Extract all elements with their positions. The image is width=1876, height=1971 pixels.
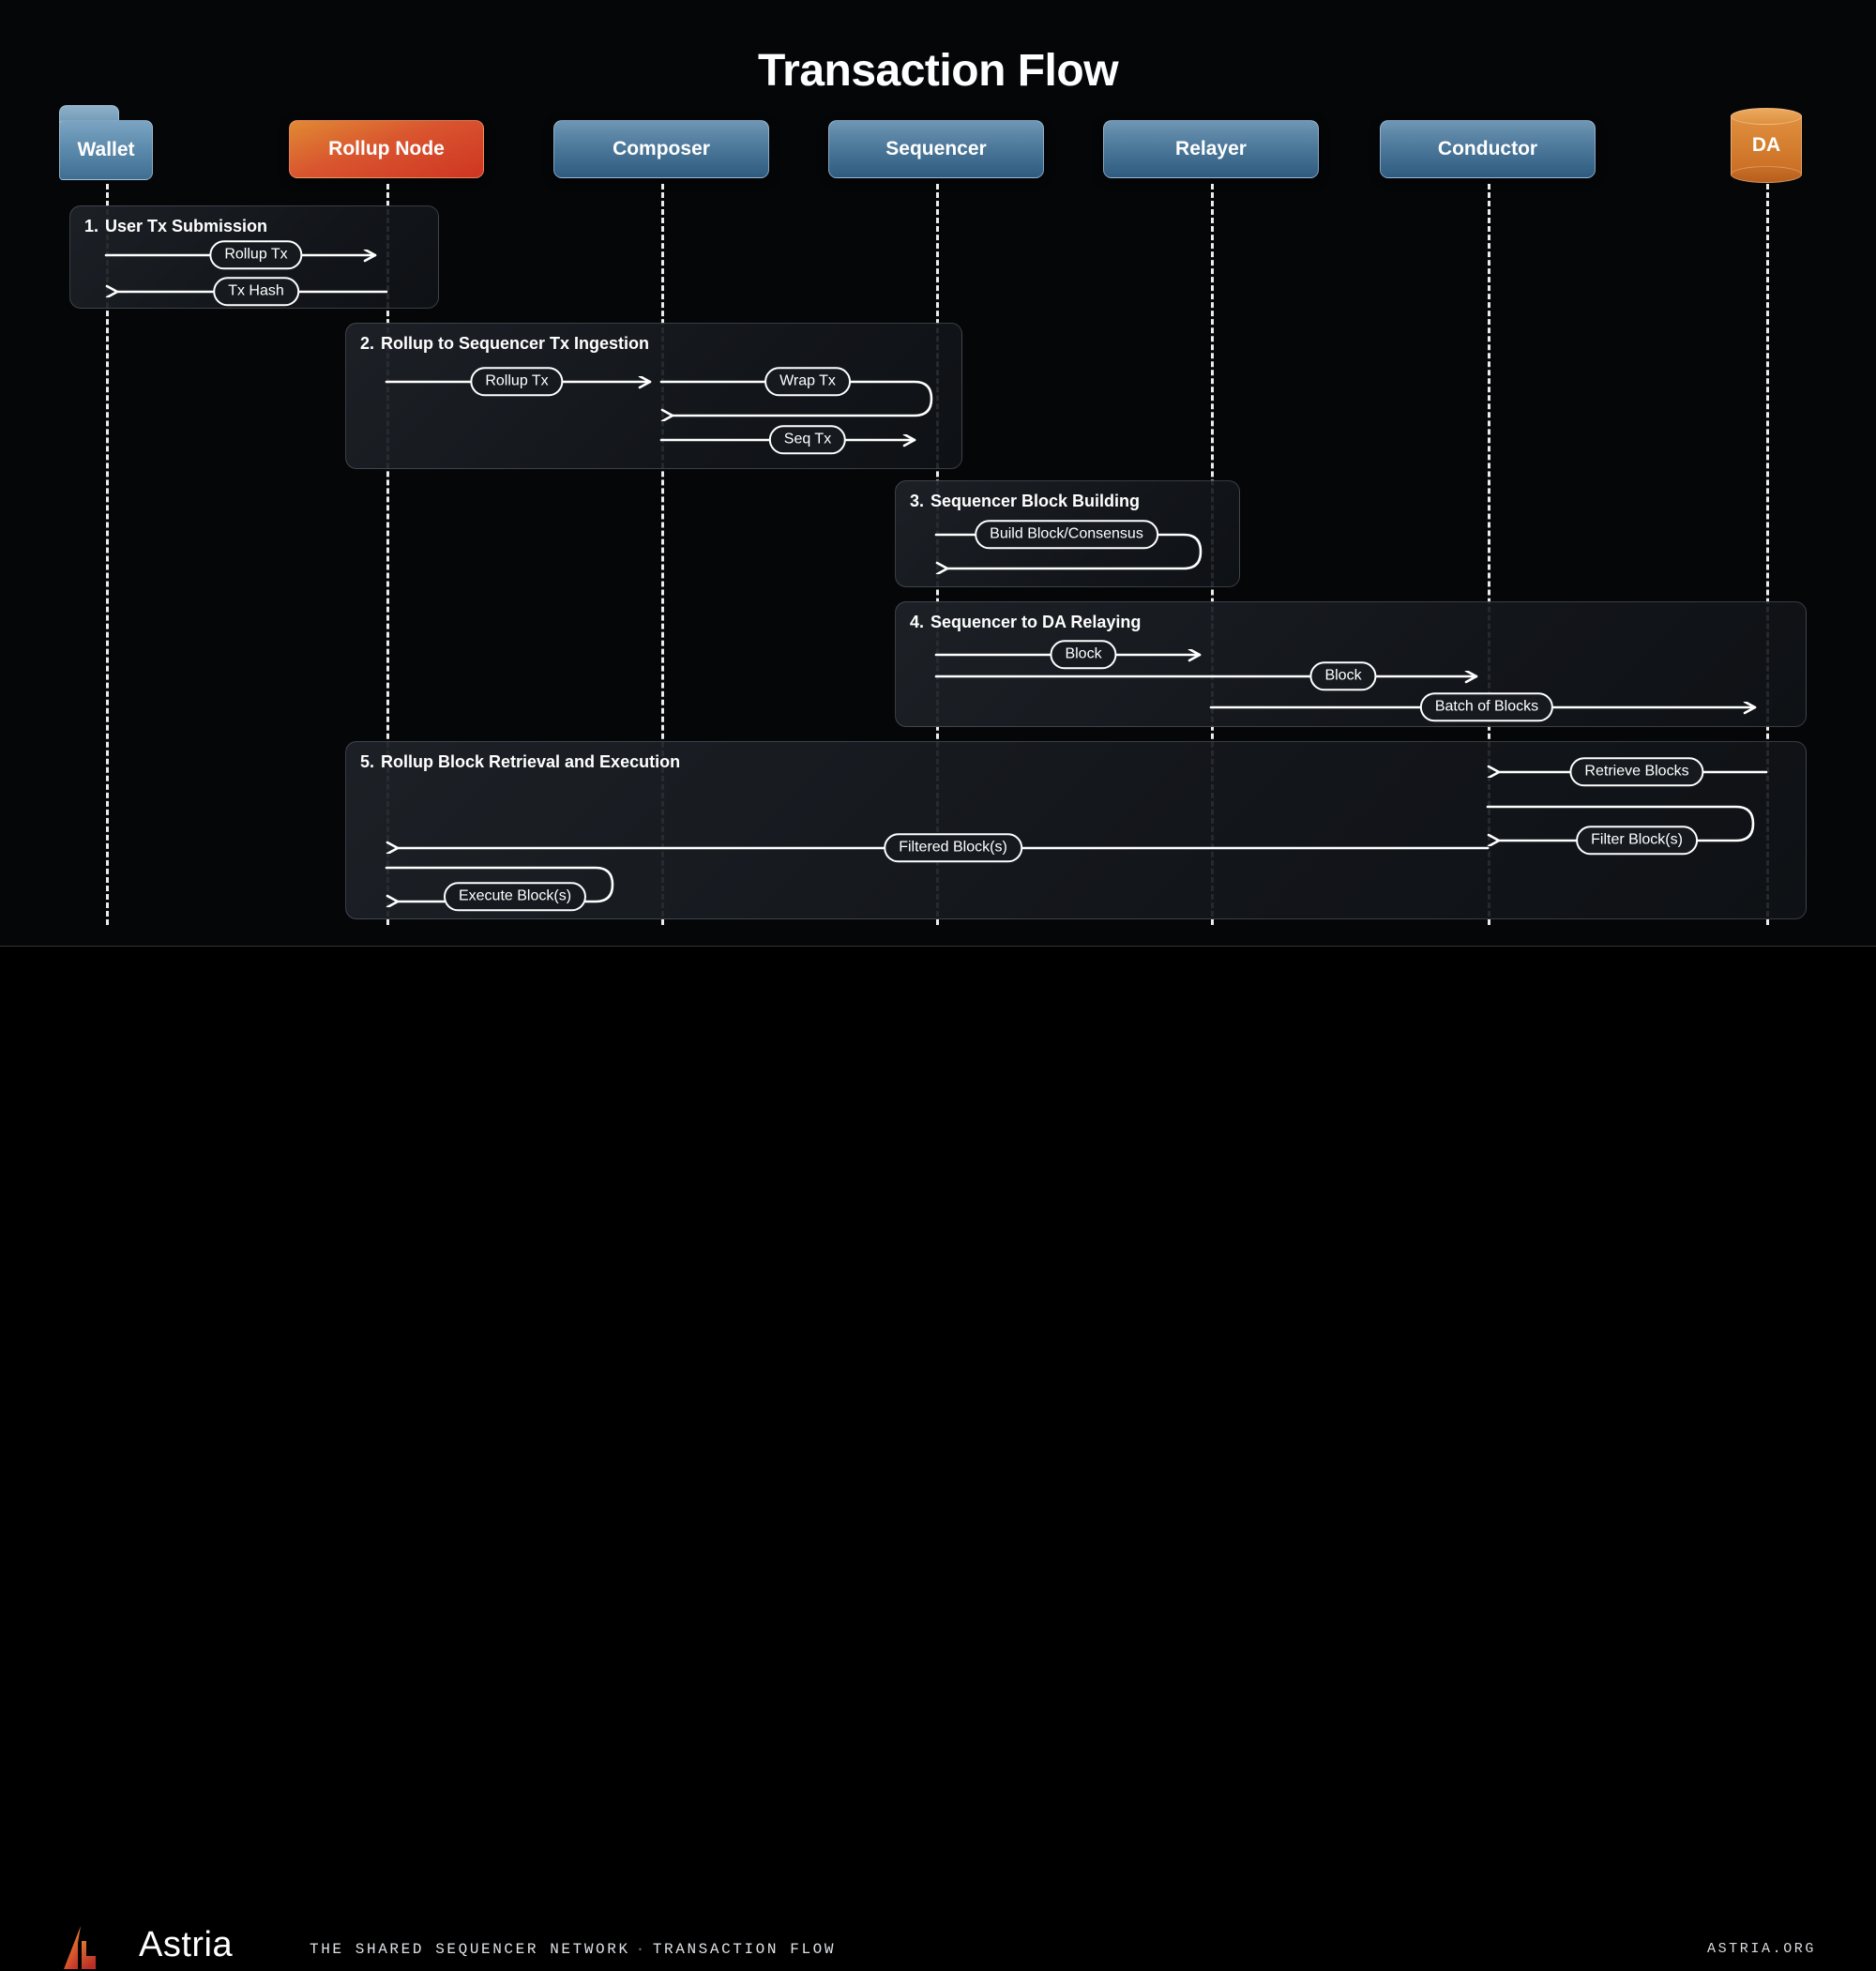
phase-5-title: 5. Rollup Block Retrieval and Execution <box>360 752 680 772</box>
actor-wallet-label: Wallet <box>59 120 153 180</box>
phase-5-title-text: Rollup Block Retrieval and Execution <box>381 752 681 771</box>
actor-relayer-label: Relayer <box>1175 138 1247 159</box>
diagram-canvas: Transaction Flow Wallet Rollup Node Comp… <box>0 46 1876 1969</box>
lifeline-da <box>1766 184 1769 925</box>
phase-1-number: 1. <box>84 217 99 235</box>
actor-sequencer[interactable]: Sequencer <box>828 120 1044 178</box>
message-label-rollup-tx-2: Rollup Tx <box>470 367 564 397</box>
message-label-tx-hash: Tx Hash <box>213 277 299 307</box>
phase-5-number: 5. <box>360 752 375 771</box>
message-label-execute-blocks: Execute Block(s) <box>443 882 587 912</box>
astria-logo-icon <box>64 1926 96 1969</box>
astria-wordmark: Astria <box>139 1925 234 1964</box>
message-label-block-2: Block <box>1309 661 1377 691</box>
actor-composer-label: Composer <box>613 138 710 159</box>
footer-tagline-separator: · <box>635 1941 647 1958</box>
phase-4-title: 4. Sequencer to DA Relaying <box>910 613 1141 632</box>
actor-da[interactable]: DA <box>1731 108 1802 183</box>
footer-site-url: ASTRIA.ORG <box>1706 1941 1816 1957</box>
da-cylinder-top <box>1731 108 1802 125</box>
actor-conductor-label: Conductor <box>1437 138 1538 159</box>
phase-3-title: 3. Sequencer Block Building <box>910 492 1140 511</box>
message-label-filter-blocks: Filter Block(s) <box>1576 826 1698 856</box>
actor-rollup-node-label: Rollup Node <box>328 138 445 159</box>
actor-composer[interactable]: Composer <box>553 120 769 178</box>
phase-2-title: 2. Rollup to Sequencer Tx Ingestion <box>360 334 649 354</box>
message-label-build-block: Build Block/Consensus <box>975 520 1158 550</box>
actor-wallet[interactable]: Wallet <box>59 105 153 180</box>
actor-relayer[interactable]: Relayer <box>1103 120 1319 178</box>
footer-tagline-left: THE SHARED SEQUENCER NETWORK <box>310 1941 630 1958</box>
actor-sequencer-label: Sequencer <box>885 138 987 159</box>
message-label-block-1: Block <box>1050 640 1117 670</box>
message-label-seq-tx: Seq Tx <box>768 425 847 455</box>
actor-da-label: DA <box>1751 134 1781 156</box>
message-label-filtered-blocks: Filtered Block(s) <box>884 833 1022 863</box>
phase-2-number: 2. <box>360 334 375 353</box>
message-label-wrap-tx: Wrap Tx <box>764 367 851 397</box>
message-label-batch-of-blocks: Batch of Blocks <box>1419 692 1554 722</box>
message-label-retrieve-blocks: Retrieve Blocks <box>1569 757 1704 787</box>
lifeline-composer <box>661 184 664 925</box>
phase-3-title-text: Sequencer Block Building <box>930 492 1141 510</box>
actor-rollup-node[interactable]: Rollup Node <box>289 120 484 178</box>
phase-1-title-text: User Tx Submission <box>105 217 268 235</box>
footer-tagline-right: TRANSACTION FLOW <box>652 1941 837 1958</box>
lifeline-conductor <box>1488 184 1490 925</box>
lifeline-rollup <box>386 184 389 925</box>
phase-3-number: 3. <box>910 492 925 510</box>
page-title: Transaction Flow <box>757 46 1119 96</box>
phase-2-title-text: Rollup to Sequencer Tx Ingestion <box>381 334 650 353</box>
da-cylinder-bottom <box>1731 166 1802 183</box>
phase-4-number: 4. <box>910 613 925 631</box>
footer: Astria THE SHARED SEQUENCER NETWORK · TRAN… <box>0 947 1876 1969</box>
lifeline-wallet <box>106 184 109 925</box>
actor-conductor[interactable]: Conductor <box>1380 120 1596 178</box>
phase-1-title: 1. User Tx Submission <box>84 217 267 236</box>
footer-divider <box>0 946 1876 947</box>
message-label-rollup-tx-1: Rollup Tx <box>209 240 303 270</box>
phase-4-title-text: Sequencer to DA Relaying <box>930 613 1142 631</box>
footer-tagline: THE SHARED SEQUENCER NETWORK · TRANSACTION… <box>310 1941 836 1958</box>
